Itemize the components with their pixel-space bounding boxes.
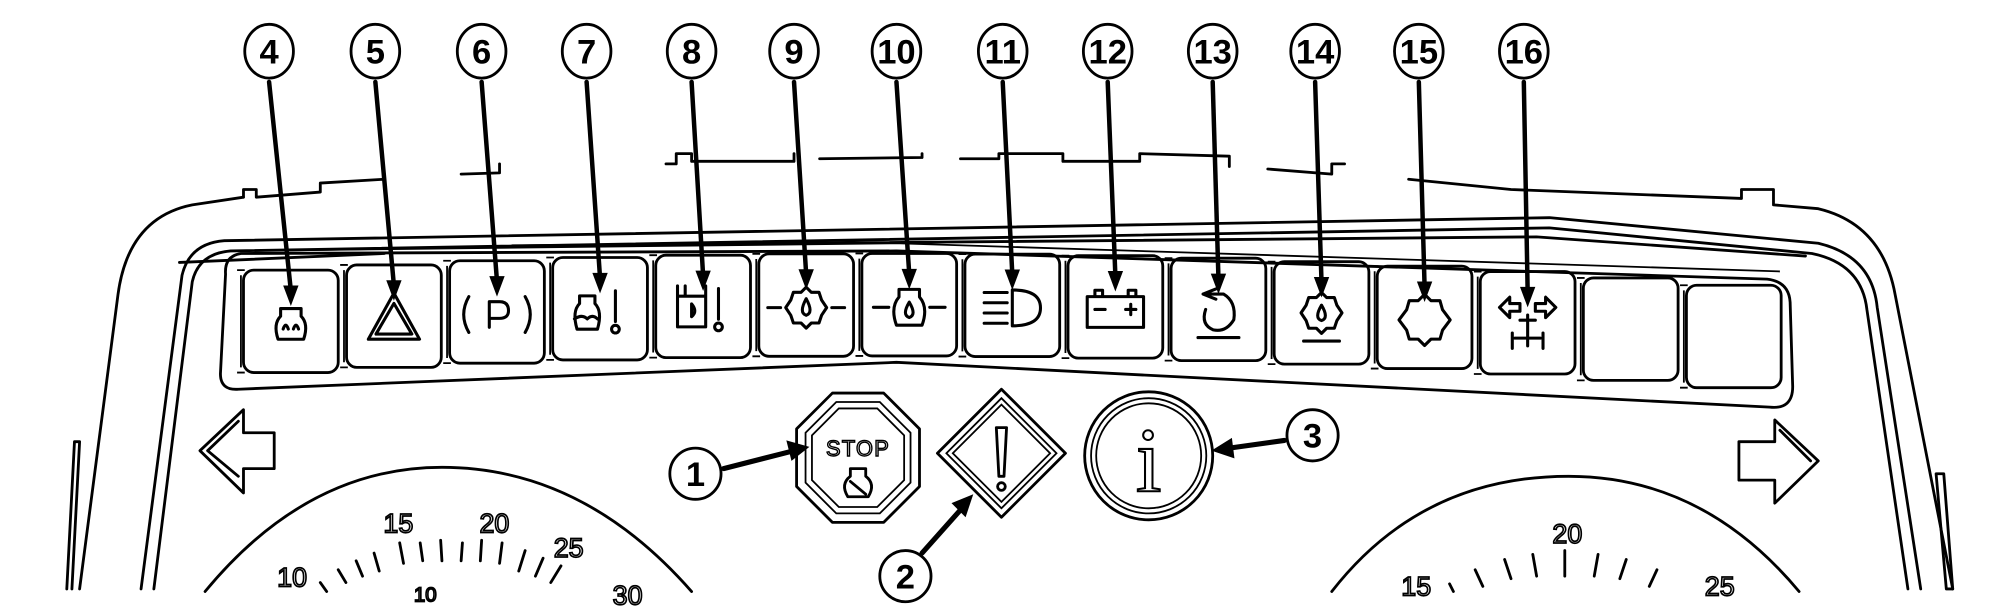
lamp-bezel	[219, 249, 1795, 409]
info-button[interactable]: i	[1083, 390, 1215, 522]
svg-text:20: 20	[479, 509, 509, 539]
callout-14: 14	[1289, 22, 1341, 298]
svg-text:7: 7	[577, 33, 596, 71]
callout-9: 9	[768, 22, 820, 290]
info-icon: i	[1136, 410, 1162, 512]
svg-text:1: 1	[686, 456, 705, 494]
battery-charge-icon	[1085, 288, 1146, 329]
transmission-icon	[1397, 292, 1452, 348]
callout-4: 4	[243, 22, 299, 306]
right-arrow-indicator[interactable]	[1737, 418, 1820, 505]
svg-text:2: 2	[896, 558, 915, 596]
four-wheel-drive-icon	[1497, 295, 1558, 350]
svg-text:4: 4	[259, 33, 279, 71]
park-brake-icon	[462, 295, 532, 334]
callout-11: 11	[976, 22, 1029, 290]
stop-label: STOP	[826, 436, 890, 461]
transmission-oil-pressure-icon	[766, 285, 847, 330]
svg-text:15: 15	[383, 509, 413, 539]
callout-16: 16	[1498, 22, 1550, 308]
coolant-level-temp-icon	[572, 289, 621, 335]
stop-button[interactable]: STOP	[795, 391, 921, 524]
svg-text:8: 8	[682, 33, 701, 71]
svg-text:9: 9	[784, 33, 803, 71]
callout-1: 1	[668, 440, 810, 501]
svg-text:3: 3	[1303, 418, 1322, 456]
svg-text:12: 12	[1088, 33, 1126, 71]
svg-text:14: 14	[1296, 33, 1335, 71]
svg-text:10: 10	[877, 33, 915, 71]
callout-3: 3	[1211, 408, 1340, 463]
callout-12: 12	[1081, 22, 1134, 292]
hazard-triangle-icon	[366, 291, 422, 341]
left-arrow-indicator[interactable]	[198, 408, 276, 495]
headlight-high-beam-icon	[982, 288, 1043, 328]
callout-10: 10	[870, 22, 923, 290]
engine-icon	[843, 467, 873, 499]
left-gauge: 10 15 20 25 30 10	[203, 465, 694, 611]
callout-13: 13	[1186, 22, 1239, 295]
callout-8: 8	[665, 22, 718, 292]
svg-text:11: 11	[984, 33, 1021, 71]
svg-text:13: 13	[1193, 33, 1231, 71]
svg-text:5: 5	[366, 33, 385, 71]
right-gauge: 15 20 25	[1330, 474, 1801, 602]
svg-text:16: 16	[1505, 33, 1543, 71]
lamp-button-blank[interactable]	[1576, 276, 1680, 382]
lamp-transmission[interactable]	[1370, 264, 1474, 370]
svg-text:30: 30	[613, 580, 643, 610]
callout-2: 2	[878, 494, 974, 604]
warning-button[interactable]	[936, 387, 1067, 519]
engine-air-filter-icon	[1196, 287, 1241, 340]
engine-oil-pressure-icon	[871, 287, 947, 327]
svg-text:10: 10	[277, 562, 307, 592]
callout-6: 6	[455, 22, 508, 297]
lamp-hazard-triangle[interactable]	[340, 263, 443, 369]
glow-plug-icon	[274, 306, 308, 341]
svg-text:15: 15	[1400, 33, 1438, 71]
transmission-oil-filter-icon	[1299, 290, 1344, 343]
callout-5: 5	[349, 22, 402, 301]
callout-7: 7	[560, 22, 613, 294]
cluster-housing	[65, 152, 1955, 591]
coolant-temp-icon	[675, 284, 724, 333]
svg-text:6: 6	[472, 33, 491, 71]
svg-text:15: 15	[1401, 571, 1431, 601]
svg-text:10: 10	[414, 584, 437, 607]
exclamation-icon	[994, 426, 1008, 492]
svg-text:20: 20	[1552, 519, 1582, 549]
svg-text:25: 25	[554, 533, 584, 563]
lamp-button-blank[interactable]	[1680, 283, 1783, 390]
lamp-coolant-temp[interactable]	[649, 253, 752, 360]
callout-15: 15	[1393, 22, 1445, 302]
svg-text:25: 25	[1705, 571, 1735, 601]
